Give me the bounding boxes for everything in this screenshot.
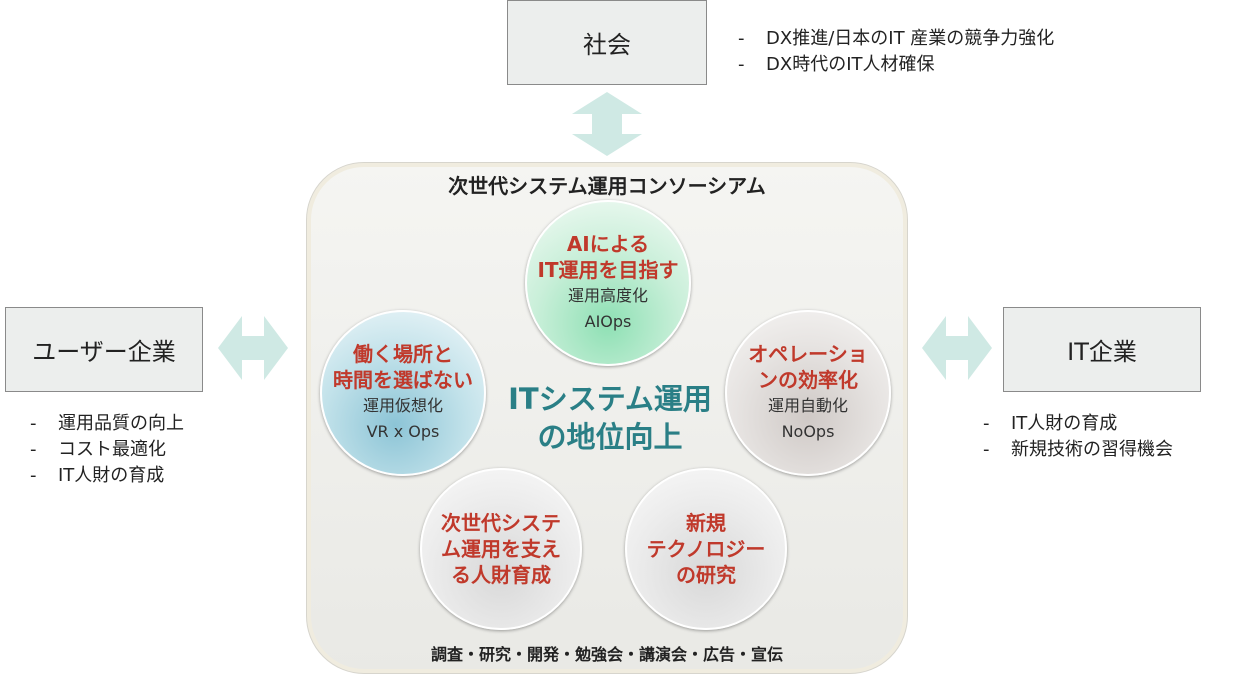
circle-vr-sub-1: 運用仮想化 xyxy=(362,396,443,415)
user-company-bullets: -運用品質の向上 -コスト最適化 -IT人財の育成 xyxy=(30,411,184,489)
circle-aiops-sub-2: AIOps xyxy=(584,312,632,331)
circle-aiops-title-2: IT運用を目指す xyxy=(537,258,679,282)
it-company-label: IT企業 xyxy=(1067,338,1137,366)
it-company-bullets: -IT人財の育成 -新規技術の習得機会 xyxy=(983,411,1173,463)
user-company-box: ユーザー企業 xyxy=(5,307,203,392)
circle-tech-title-2: テクノロジー xyxy=(646,537,766,561)
list-item: -新規技術の習得機会 xyxy=(983,439,1173,460)
circle-noops-sub-1: 運用自動化 xyxy=(767,396,848,415)
circle-aiops-sub-1: 運用高度化 xyxy=(567,286,648,305)
list-item: -IT人財の育成 xyxy=(30,465,165,486)
user-company-arrow-icon xyxy=(218,316,288,380)
circle-talent-title-1: 次世代システ xyxy=(441,511,561,535)
circle-new-technology: 新規 テクノロジー の研究 xyxy=(625,468,787,630)
circle-tech-title-1: 新規 xyxy=(686,511,726,535)
it-company-box: IT企業 xyxy=(1003,307,1201,392)
consortium-activities: 調査・研究・開発・勉強会・講演会・広告・宣伝 xyxy=(430,645,783,664)
circle-vr-title-2: 時間を選ばない xyxy=(333,368,473,392)
circle-talent-title-2: ム運用を支え xyxy=(441,537,561,561)
consortium-center-text: ITシステム運用 の地位向上 xyxy=(490,380,730,456)
circle-tech-title-3: の研究 xyxy=(676,563,736,587)
circle-noops-title-2: ンの効率化 xyxy=(758,368,858,392)
circle-noops: オペレーショ ンの効率化 運用自動化 NoOps xyxy=(725,310,891,476)
circle-noops-sub-2: NoOps xyxy=(781,422,835,441)
list-item: -DX時代のIT人材確保 xyxy=(738,54,935,75)
list-item: -コスト最適化 xyxy=(30,439,166,460)
center-line-1: ITシステム運用 xyxy=(508,382,712,416)
circle-vr-sub-2: VR x Ops xyxy=(366,422,440,441)
circle-talent-development: 次世代システ ム運用を支え る人財育成 xyxy=(420,468,582,630)
society-box: 社会 xyxy=(507,0,707,85)
list-item: -IT人財の育成 xyxy=(983,413,1118,434)
center-line-2: の地位向上 xyxy=(537,420,683,454)
society-arrow-icon xyxy=(572,92,642,156)
circle-talent-title-3: る人財育成 xyxy=(451,563,551,587)
consortium-title: 次世代システム運用コンソーシアム xyxy=(448,174,766,198)
list-item: -運用品質の向上 xyxy=(30,413,184,434)
circle-vr-title-1: 働く場所と xyxy=(353,342,453,366)
it-company-arrow-icon xyxy=(922,316,992,380)
society-label: 社会 xyxy=(583,31,631,59)
list-item: -DX推進/日本のIT 産業の競争力強化 xyxy=(738,28,1055,49)
circle-noops-title-1: オペレーショ xyxy=(748,342,868,366)
user-company-label: ユーザー企業 xyxy=(32,338,176,366)
circle-aiops: AIによる IT運用を目指す 運用高度化 AIOps xyxy=(525,200,691,366)
circle-aiops-title-1: AIによる xyxy=(566,232,650,256)
circle-vr-ops: 働く場所と 時間を選ばない 運用仮想化 VR x Ops xyxy=(320,310,486,476)
society-bullets: -DX推進/日本のIT 産業の競争力強化 -DX時代のIT人材確保 xyxy=(738,26,1054,78)
